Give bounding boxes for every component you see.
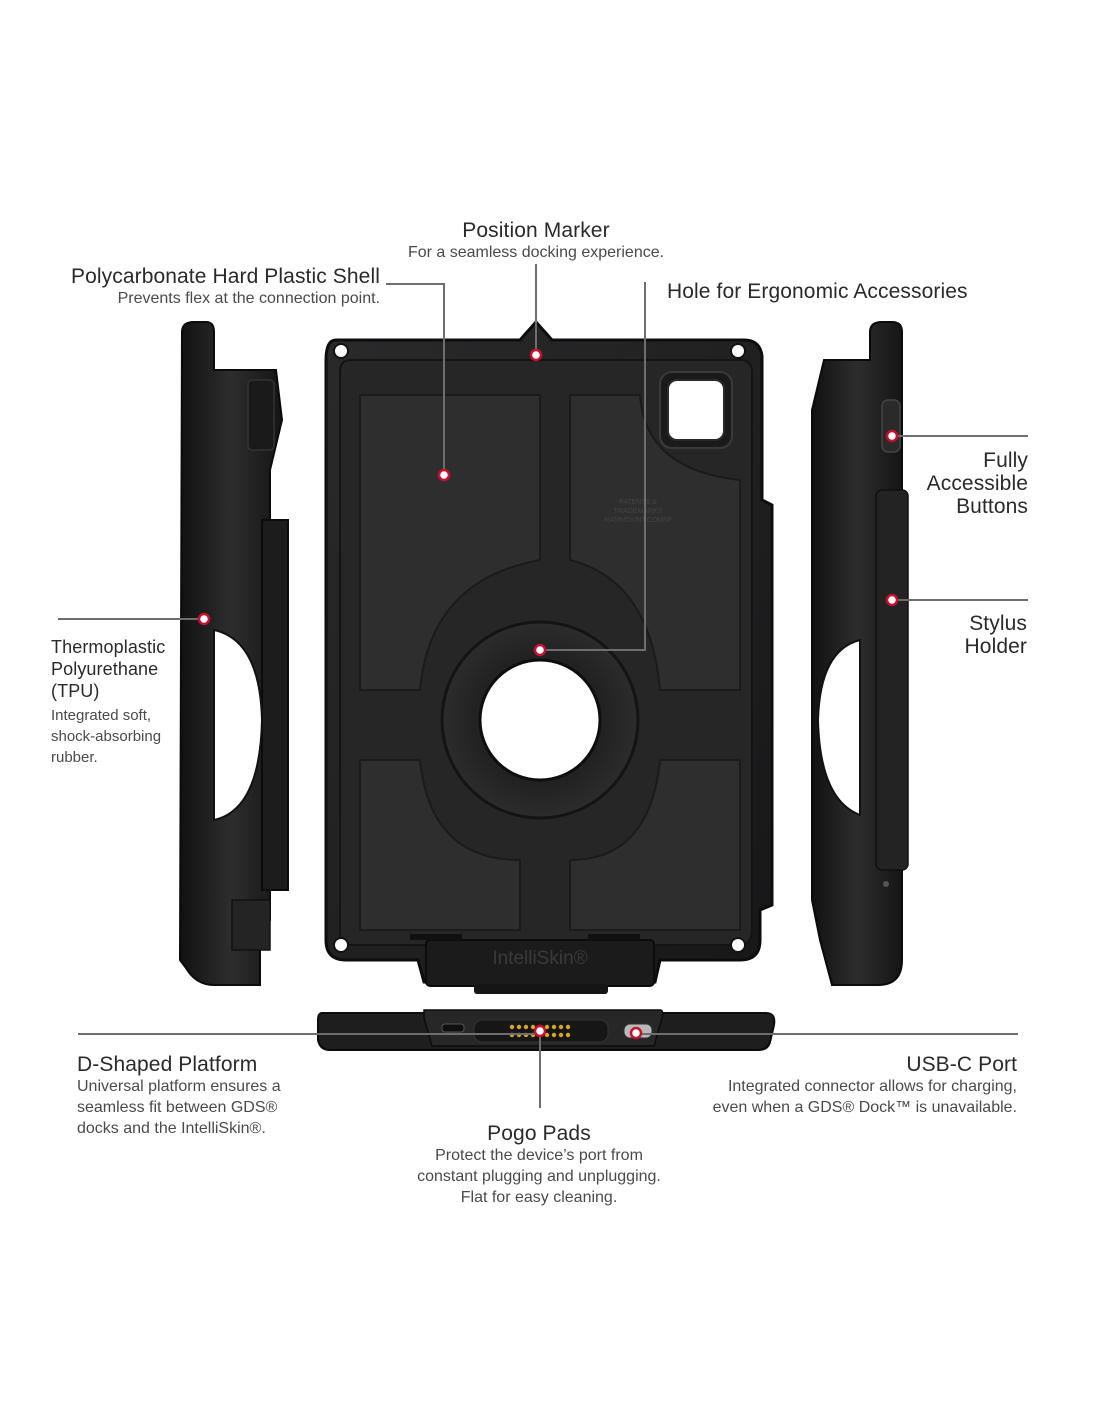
callout-position-marker: Position Marker For a seamless docking e… — [380, 219, 692, 263]
case-back-view — [324, 319, 774, 994]
callout-desc-line: docks and the IntelliSkin®. — [77, 1120, 266, 1137]
pogo-contact — [544, 1032, 550, 1038]
callout-title: Hole for Ergonomic Accessories — [667, 280, 968, 303]
callout-title: Pogo Pads — [487, 1122, 591, 1145]
callout-title-line: (TPU) — [51, 681, 100, 701]
dot-pogo — [533, 1024, 547, 1038]
callout-d-platform: D-Shaped Platform Universal platform ens… — [77, 1053, 377, 1139]
pogo-contact — [565, 1024, 571, 1030]
pogo-contact — [551, 1024, 557, 1030]
callout-title-line: Accessible — [926, 472, 1028, 495]
dot-tpu — [197, 612, 211, 626]
case-left-side-view — [178, 321, 289, 986]
callout-desc-line: Flat for easy cleaning. — [460, 1189, 618, 1206]
svg-text:RAMMOUNT.COM/IP: RAMMOUNT.COM/IP — [604, 517, 672, 524]
callout-stylus: Stylus Holder — [880, 612, 1027, 658]
callout-title-line: Holder — [964, 635, 1027, 658]
back-imprint: PATENTS & TRADEMARKS RAMMOUNT.COM/IP — [604, 499, 672, 524]
callout-title-line: Buttons — [956, 495, 1028, 518]
callout-usbc: USB-C Port Integrated connector allows f… — [660, 1053, 1017, 1118]
dot-polycarbonate — [437, 468, 451, 482]
callout-desc-line: even when a GDS® Dock™ is unavailable. — [712, 1099, 1017, 1116]
callout-desc-line: Protect the device’s port from — [435, 1147, 643, 1164]
callout-desc-line: Integrated connector allows for charging… — [727, 1078, 1017, 1095]
pogo-contact — [530, 1024, 536, 1030]
callout-buttons: Fully Accessible Buttons — [880, 449, 1028, 518]
pogo-contact — [544, 1024, 550, 1030]
callout-tpu: Thermoplastic Polyurethane (TPU) Integra… — [51, 636, 191, 768]
dot-stylus — [885, 593, 899, 607]
svg-text:TRADEMARKS: TRADEMARKS — [614, 508, 663, 515]
callout-desc-line: constant plugging and unplugging. — [417, 1168, 661, 1185]
callout-pogo: Pogo Pads Protect the device’s port from… — [380, 1122, 698, 1208]
callout-desc: For a seamless docking experience. — [407, 244, 665, 261]
pogo-contact — [516, 1024, 522, 1030]
pogo-contact — [551, 1032, 557, 1038]
svg-text:PATENTS &: PATENTS & — [619, 499, 657, 506]
callout-title-line: Polyurethane — [51, 659, 159, 679]
pogo-contact — [558, 1032, 564, 1038]
callout-desc-line: rubber. — [51, 749, 98, 766]
callout-desc: Prevents flex at the connection point. — [117, 290, 380, 307]
callout-title-line: Fully — [983, 449, 1028, 472]
callout-title-line: Stylus — [969, 612, 1027, 635]
callout-desc-line: Universal platform ensures a — [77, 1078, 281, 1095]
callout-polycarbonate: Polycarbonate Hard Plastic Shell Prevent… — [20, 265, 380, 309]
callout-desc-line: seamless fit between GDS® — [77, 1099, 278, 1116]
dot-ergonomic — [533, 643, 547, 657]
brand-mark: IntelliSkin® — [492, 948, 587, 969]
pogo-contact — [558, 1024, 564, 1030]
callout-title: Position Marker — [462, 219, 610, 242]
dot-buttons — [885, 429, 899, 443]
callout-title: Polycarbonate Hard Plastic Shell — [70, 265, 380, 288]
callout-desc-line: Integrated soft, — [51, 707, 152, 724]
pogo-contact — [509, 1024, 515, 1030]
pogo-contact — [565, 1032, 571, 1038]
case-right-side-view — [811, 321, 909, 986]
callout-desc-line: shock-absorbing — [51, 728, 162, 745]
dot-position-marker — [529, 348, 543, 362]
callout-ergonomic-hole: Hole for Ergonomic Accessories — [667, 280, 1027, 303]
callout-title: D-Shaped Platform — [77, 1053, 258, 1076]
callout-dots — [197, 348, 899, 1040]
callout-title-line: Thermoplastic — [51, 637, 166, 657]
pogo-contact — [523, 1024, 529, 1030]
leader-lines — [58, 264, 1028, 1108]
dot-usbc — [629, 1026, 643, 1040]
callout-title: USB-C Port — [906, 1053, 1017, 1076]
